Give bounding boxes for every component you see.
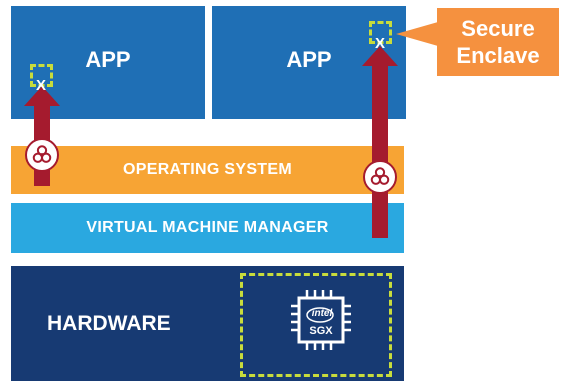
- callout-line1: Secure: [461, 16, 535, 41]
- vmm-layer: VIRTUAL MACHINE MANAGER: [11, 203, 404, 253]
- blocked-x-left: X: [35, 77, 46, 94]
- callout-line2: Enclave: [456, 43, 540, 68]
- app-left-label: APP: [85, 46, 131, 72]
- arrow-up-icon: [24, 86, 60, 186]
- operating-system-label: OPERATING SYSTEM: [123, 161, 292, 178]
- callout-pointer: [396, 22, 438, 46]
- biohazard-icon: [363, 160, 397, 194]
- processor-chip-icon: [291, 290, 351, 350]
- sgx-enclave-region: [240, 273, 392, 377]
- biohazard-icon: [25, 138, 59, 172]
- enclave-marker-right: [369, 21, 392, 44]
- hardware-label: HARDWARE: [47, 311, 171, 335]
- sgx-label: SGX: [309, 325, 333, 337]
- vmm-label: VIRTUAL MACHINE MANAGER: [86, 219, 329, 236]
- operating-system-layer: OPERATING SYSTEM: [11, 146, 404, 194]
- biohazard-glyph: [370, 167, 390, 185]
- secure-enclave-callout: Secure Enclave: [437, 8, 559, 76]
- app-right-label: APP: [286, 46, 332, 72]
- intel-logo-text: intel: [311, 308, 333, 319]
- biohazard-glyph: [32, 145, 52, 163]
- arrow-up-icon: [362, 46, 398, 238]
- enclave-marker-left: [30, 64, 53, 87]
- blocked-x-right: X: [374, 35, 385, 52]
